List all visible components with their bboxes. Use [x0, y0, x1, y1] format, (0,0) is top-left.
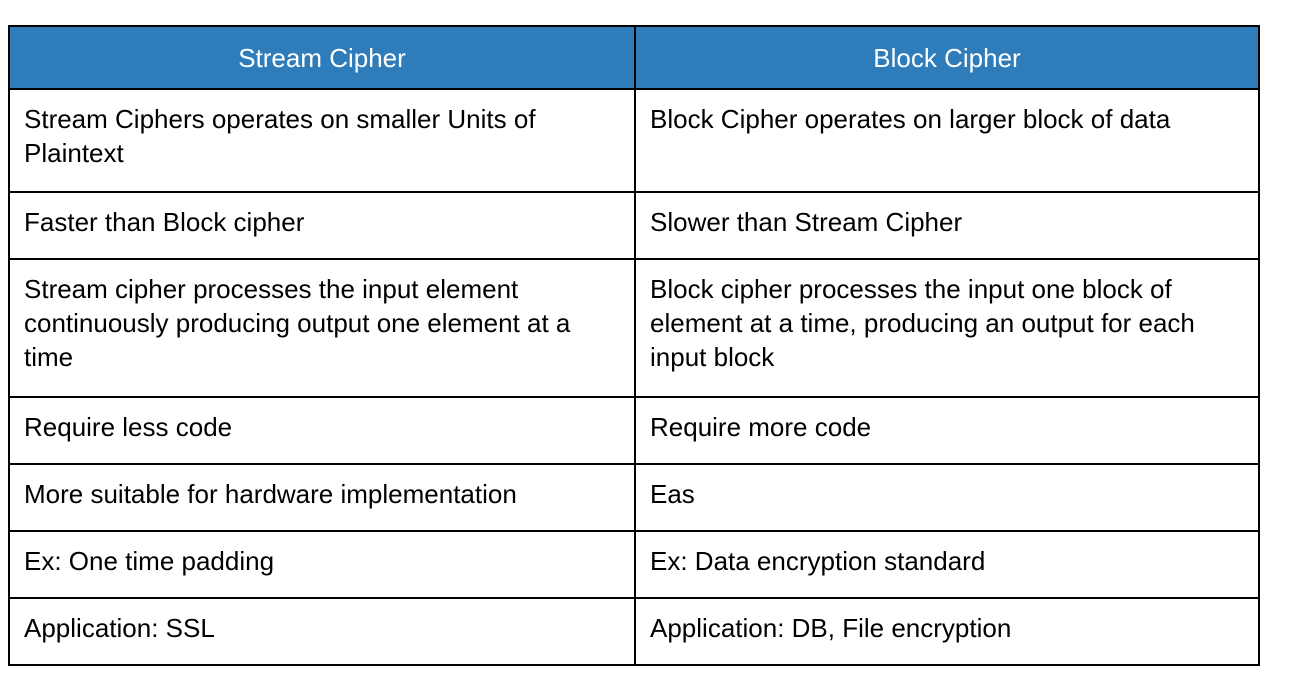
cell-stream-4: Require less code	[8, 396, 636, 465]
cell-text: Eas	[650, 479, 695, 509]
cell-text: Ex: Data encryption standard	[650, 546, 986, 576]
cell-text: Faster than Block cipher	[24, 207, 305, 237]
cell-stream-2: Faster than Block cipher	[8, 191, 636, 260]
cell-stream-7: Application: SSL	[8, 597, 636, 666]
cell-block-4: Require more code	[634, 396, 1260, 465]
cell-block-7: Application: DB, File encryption	[634, 597, 1260, 666]
table-row: Require less code Require more code	[8, 396, 1260, 465]
table-header: Stream Cipher Block Cipher	[8, 25, 1260, 90]
cell-text: Ex: One time padding	[24, 546, 275, 576]
table-row: Stream Ciphers operates on smaller Units…	[8, 88, 1260, 193]
table-row: Ex: One time padding Ex: Data encryption…	[8, 530, 1260, 599]
cell-text: Require more code	[650, 412, 872, 442]
cell-block-5: Eas	[634, 463, 1260, 532]
cell-stream-3: Stream cipher processes the input elemen…	[8, 258, 636, 398]
cell-block-1: Block Cipher operates on larger block of…	[634, 88, 1260, 193]
cell-stream-5: More suitable for hardware implementatio…	[8, 463, 636, 532]
cell-text: Stream cipher processes the input elemen…	[24, 274, 571, 372]
column-header-stream-cipher: Stream Cipher	[8, 25, 636, 90]
table-row: More suitable for hardware implementatio…	[8, 463, 1260, 532]
cell-text: More suitable for hardware implementatio…	[24, 479, 517, 509]
cell-text: Slower than Stream Cipher	[650, 207, 963, 237]
table-header-row: Stream Cipher Block Cipher	[8, 25, 1260, 90]
table-body: Stream Ciphers operates on smaller Units…	[8, 88, 1260, 666]
cell-text: Block Cipher operates on larger block of…	[650, 104, 1171, 134]
table-row: Faster than Block cipher Slower than Str…	[8, 191, 1260, 260]
cell-text: Stream Ciphers operates on smaller Units…	[24, 104, 536, 168]
cell-text: Require less code	[24, 412, 233, 442]
cell-stream-6: Ex: One time padding	[8, 530, 636, 599]
cipher-comparison-table: Stream Cipher Block Cipher Stream Cipher…	[8, 25, 1260, 666]
cell-text: Block cipher processes the input one blo…	[650, 274, 1195, 372]
cell-block-2: Slower than Stream Cipher	[634, 191, 1260, 260]
cell-text: Application: DB, File encryption	[650, 613, 1012, 643]
cell-block-6: Ex: Data encryption standard	[634, 530, 1260, 599]
table-row: Application: SSL Application: DB, File e…	[8, 597, 1260, 666]
cell-stream-1: Stream Ciphers operates on smaller Units…	[8, 88, 636, 193]
table-row: Stream cipher processes the input elemen…	[8, 258, 1260, 398]
cell-text: Application: SSL	[24, 613, 215, 643]
cell-block-3: Block cipher processes the input one blo…	[634, 258, 1260, 398]
column-header-block-cipher: Block Cipher	[634, 25, 1260, 90]
